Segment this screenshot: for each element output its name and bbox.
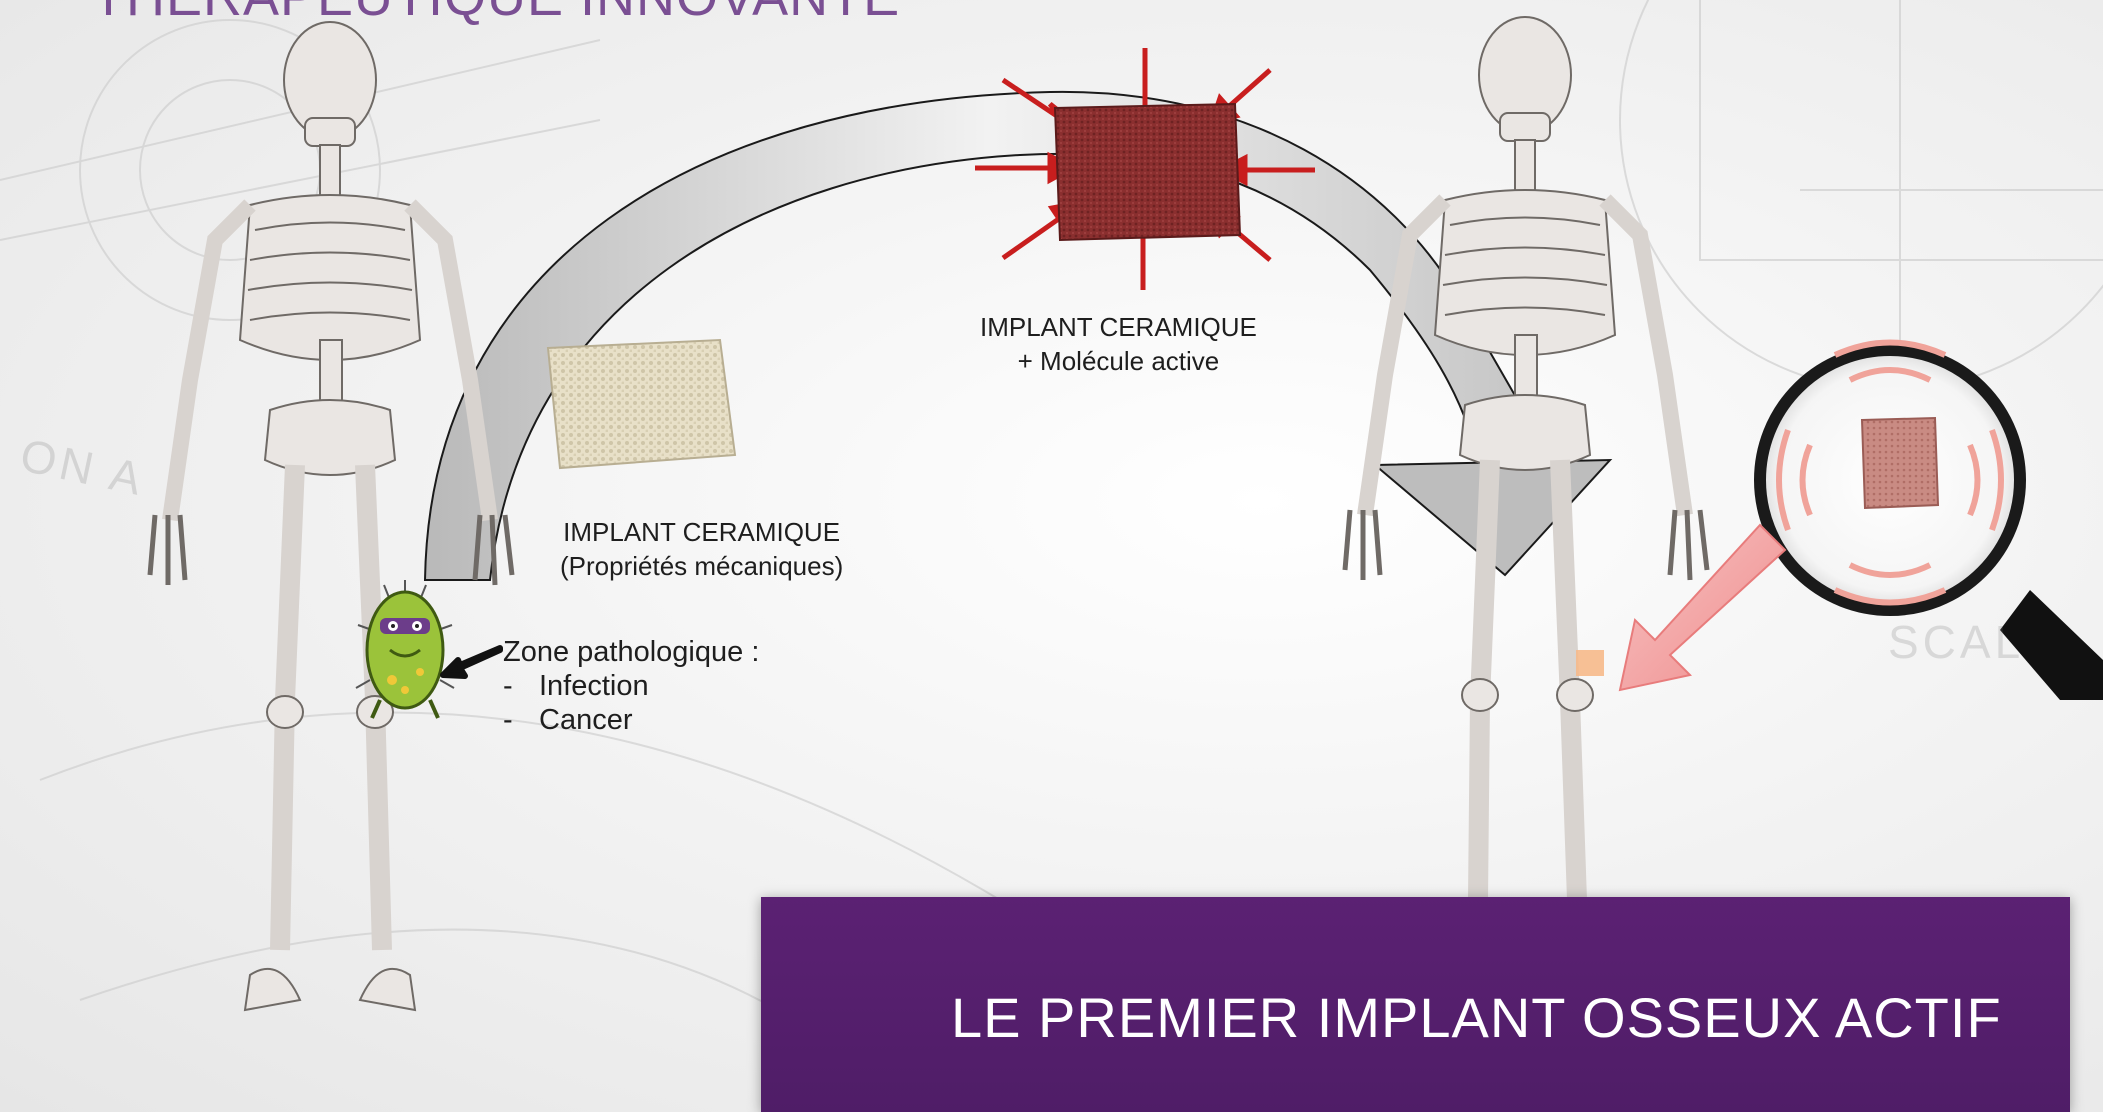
implant-active-line1: IMPLANT CERAMIQUE [980,310,1257,344]
watermark-right: SCAL [1888,615,2024,669]
active-implant [975,48,1315,290]
pathology-label: Zone pathologique : - Infection - Cancer [503,635,759,737]
page-title: THÉRAPEUTIQUE INNOVANTE [92,0,900,28]
banner-text: LE PREMIER IMPLANT OSSEUX ACTIF [951,985,2002,1050]
pathology-item-cancer: Cancer [539,703,633,737]
skeleton-right [1345,17,1707,900]
implant-active-line2: + Molécule active [980,344,1257,378]
ceramic-block [548,340,735,468]
implant-marker [1576,650,1604,676]
banner: LE PREMIER IMPLANT OSSEUX ACTIF [761,897,2070,1112]
pathology-item: - Infection [503,669,759,703]
implant-active-label: IMPLANT CERAMIQUE + Molécule active [980,310,1257,378]
pathology-item: - Cancer [503,703,759,737]
black-arrow [443,648,500,676]
bullet-dash: - [503,703,519,737]
pathology-item-infection: Infection [539,669,649,703]
pathology-heading: Zone pathologique : [503,635,759,669]
implant-mechanical-line1: IMPLANT CERAMIQUE [560,515,843,549]
implant-mechanical-label: IMPLANT CERAMIQUE (Propriétés mécaniques… [560,515,843,583]
bullet-dash: - [503,669,519,703]
implant-mechanical-line2: (Propriétés mécaniques) [560,549,843,583]
